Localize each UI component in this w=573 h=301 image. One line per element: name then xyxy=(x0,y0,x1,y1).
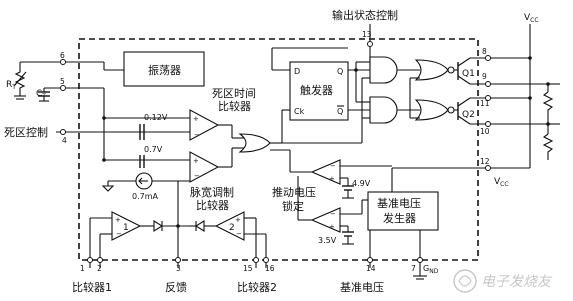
external-resistor-top xyxy=(542,91,554,116)
bottom-comparator1-label: 比较器1 xyxy=(72,280,112,294)
svg-text:+: + xyxy=(193,115,199,123)
svg-text:−: − xyxy=(330,162,336,170)
uvlo-comparator-bottom xyxy=(310,207,341,233)
op2-label: 2 xyxy=(229,223,235,233)
pin-1: 1 xyxy=(80,264,85,273)
uvlo-comparator-top xyxy=(310,159,341,185)
ref-label-2: 发生器 xyxy=(383,211,416,225)
q2-label: Q2 xyxy=(462,110,475,120)
v07-label: 0.7V xyxy=(144,145,163,154)
svg-text:−: − xyxy=(116,230,122,238)
ma07-label: 0.7mA xyxy=(132,192,159,201)
diode-2 xyxy=(194,220,205,232)
drive-lock-label-1: 推动电压 xyxy=(272,185,316,199)
svg-text:+: + xyxy=(115,216,121,224)
bottom-feedback-label: 反馈 xyxy=(165,281,187,294)
ct-label: CT xyxy=(36,89,46,100)
op1-label: 1 xyxy=(123,223,129,233)
flipflop-label: 触发器 xyxy=(300,83,333,97)
pin-6: 6 xyxy=(60,51,65,60)
external-resistor-bottom xyxy=(542,133,554,160)
reference-block xyxy=(367,191,439,231)
vcc-bottom: VCC xyxy=(494,177,509,188)
diode-1 xyxy=(153,220,164,232)
svg-text:+: + xyxy=(235,216,241,224)
oscillator-label: 振荡器 xyxy=(148,63,181,77)
pin-9: 9 xyxy=(482,72,487,81)
pin-10: 10 xyxy=(480,127,490,136)
or-gate-main xyxy=(238,133,271,153)
pin-3: 3 xyxy=(176,264,181,273)
v49-label: 4.9V xyxy=(352,179,371,188)
pin-15: 15 xyxy=(243,264,253,273)
vcc-top: VCC xyxy=(524,13,539,24)
ff-ck: Ck xyxy=(294,107,305,116)
bottom-comparator2-label: 比较器2 xyxy=(237,280,277,294)
svg-text:−: − xyxy=(236,230,242,238)
bottom-reference-label: 基准电压 xyxy=(340,281,384,294)
pin-4: 4 xyxy=(62,136,67,145)
pin-2: 2 xyxy=(97,264,102,273)
v35-label: 3.5V xyxy=(318,236,337,245)
pin-16: 16 xyxy=(265,264,275,273)
pin-11: 11 xyxy=(480,99,490,108)
ff-qbar: Q xyxy=(337,107,343,116)
deadtime-comp-label-2: 比较器 xyxy=(218,99,251,113)
pin-7: 7 xyxy=(411,264,416,273)
and-gate-top xyxy=(369,56,398,84)
svg-text:−: − xyxy=(194,172,200,180)
pin-13: 13 xyxy=(362,30,372,39)
deadtime-control-label: 死区控制 xyxy=(4,125,48,139)
deadtime-comparator xyxy=(189,109,220,141)
svg-text:−: − xyxy=(330,210,336,218)
pwm-comparator xyxy=(189,151,220,183)
v012-label: 0.12V xyxy=(144,113,168,122)
svg-text:+: + xyxy=(329,223,335,231)
pin-5: 5 xyxy=(60,77,65,86)
pwm-comp-label-1: 脉宽调制 xyxy=(190,185,234,199)
watermark-logo: 电子发烧友 xyxy=(453,269,553,293)
q1-label: Q1 xyxy=(462,69,475,79)
pwm-comp-label-2: 比较器 xyxy=(196,198,229,212)
flipflop-block xyxy=(289,61,349,121)
and-gate-bottom xyxy=(369,96,398,124)
watermark-text: 电子发烧友 xyxy=(481,274,553,290)
gnd-label: GND xyxy=(423,264,439,275)
drive-lock-label-2: 锁定 xyxy=(282,199,304,213)
ff-q: Q xyxy=(337,67,343,76)
rt-label: RT xyxy=(6,80,16,91)
nor-gate-top xyxy=(414,59,449,81)
rt-resistor xyxy=(14,66,26,96)
pin-12: 12 xyxy=(480,157,490,166)
error-amp-1 xyxy=(111,211,142,241)
ref-label-1: 基准电压 xyxy=(377,197,421,210)
svg-text:−: − xyxy=(194,131,200,139)
ff-d: D xyxy=(294,67,300,76)
nor-gate-bottom xyxy=(414,99,449,121)
error-amp-2 xyxy=(214,211,245,241)
deadtime-comp-label-1: 死区时间 xyxy=(212,87,256,100)
pin-14: 14 xyxy=(366,264,376,273)
output-control-label: 输出状态控制 xyxy=(332,8,398,22)
pin-8: 8 xyxy=(482,47,487,56)
svg-text:+: + xyxy=(329,175,335,183)
svg-text:+: + xyxy=(193,157,199,165)
oscillator-block xyxy=(123,51,205,87)
